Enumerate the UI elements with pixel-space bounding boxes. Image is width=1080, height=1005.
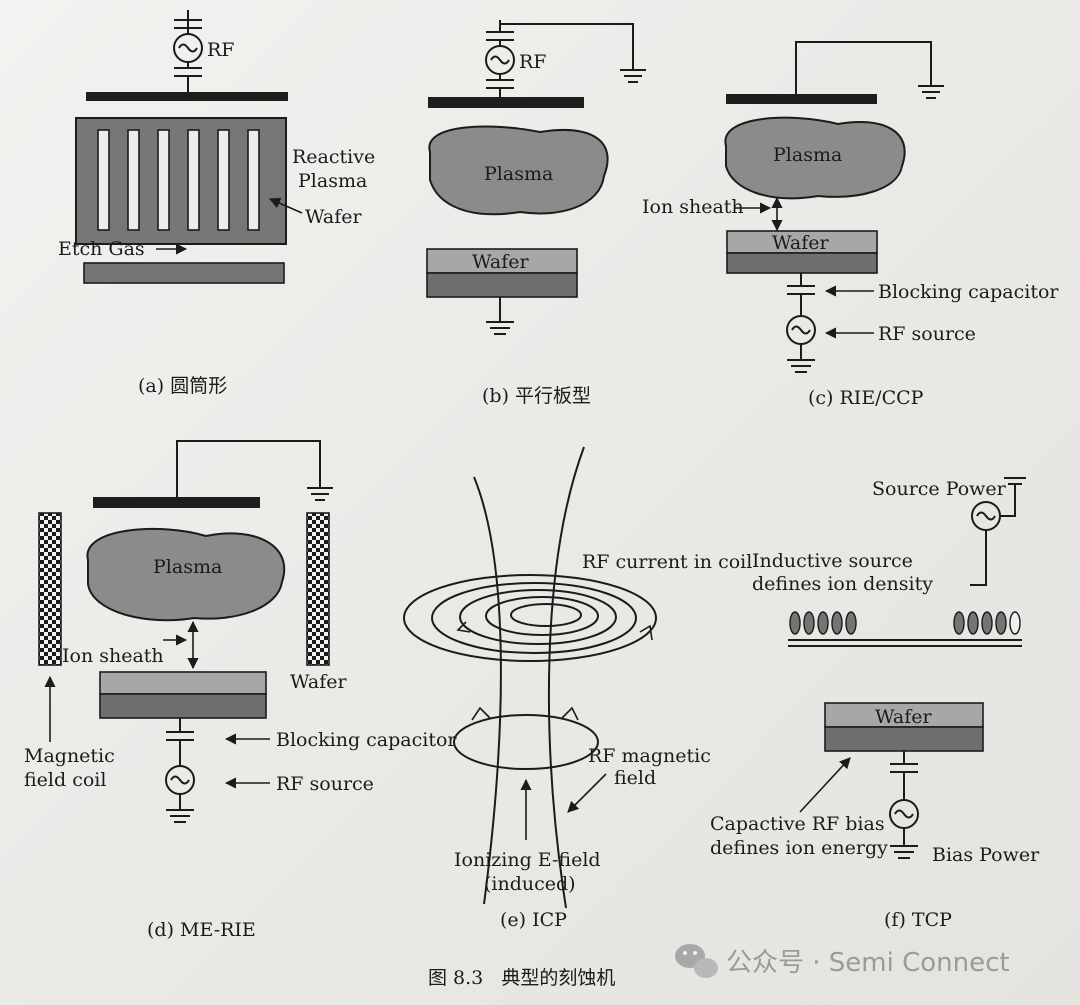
panel-e-ionizing-label-2: (induced): [484, 873, 576, 895]
panel-e-rf-current-label: RF current in coil: [582, 551, 752, 573]
panel-d-magnetic-label-1: Magnetic: [24, 745, 115, 767]
magnetic-coil-right: [306, 512, 330, 666]
top-electrode: [93, 497, 260, 508]
tcp-coil-left: [789, 611, 857, 635]
panel-a-rf-label: RF: [207, 39, 235, 61]
figure-caption: 图 8.3 典型的刻蚀机: [428, 967, 615, 989]
wafer-top: [99, 671, 267, 695]
wafer-chuck: [426, 272, 578, 298]
rf-coil: [403, 574, 657, 662]
bottom-electrode: [83, 262, 285, 284]
panel-d-ion-sheath-label: Ion sheath: [62, 645, 164, 667]
magnetic-coil-left: [38, 512, 62, 666]
panel-c-rie-ccp: Plasma Ion sheath Wafer Blocking capacit…: [642, 41, 1059, 409]
panel-e-icp: RF current in coil RF magnetic field Ion…: [403, 446, 752, 931]
panel-d-rf-source-label: RF source: [276, 773, 374, 795]
panel-f-inductive-label-1: Inductive source: [752, 550, 913, 572]
induced-e-field-loop: [453, 714, 599, 770]
tcp-coil-right: [953, 611, 1021, 635]
panel-f-source-power-label: Source Power: [872, 478, 1007, 500]
panel-e-rf-magnetic-label-2: field: [614, 767, 656, 789]
panel-f-caption: (f) TCP: [884, 909, 952, 931]
wafer-slots: [97, 129, 260, 231]
top-electrode: [726, 94, 877, 104]
panel-f-tcp: Source Power Inductive source defines io…: [710, 477, 1040, 931]
field-line-right: [547, 446, 585, 909]
panel-f-capacitive-label-2: defines ion energy: [710, 837, 888, 859]
top-electrode: [428, 97, 584, 108]
panel-a-caption: (a) 圆筒形: [138, 375, 227, 397]
panel-c-rf-source-label: RF source: [878, 323, 976, 345]
panel-a-cylindrical: RF Reactive Plasma Wafer Etch Gas (a) 圆筒…: [58, 10, 375, 397]
panel-c-caption: (c) RIE/CCP: [808, 387, 924, 409]
panel-d-me-rie: Plasma Ion sheath Wafer Magnetic field c…: [24, 440, 457, 941]
plasma-cloud: [428, 125, 609, 216]
plasma-cloud: [86, 527, 286, 622]
panel-b-parallel-plate: RF Plasma Wafer (b) 平行板型: [426, 20, 646, 407]
watermark: 公众号 · Semi Connect: [675, 944, 1010, 978]
panel-e-rf-magnetic-label-1: RF magnetic: [588, 745, 711, 767]
panel-c-blocking-capacitor-label: Blocking capacitor: [878, 281, 1059, 303]
top-electrode: [86, 92, 288, 101]
panel-e-ionizing-label-1: Ionizing E-field: [454, 849, 601, 871]
panel-d-magnetic-label-2: field coil: [24, 769, 106, 791]
panel-d-plasma-label: Plasma: [153, 556, 222, 578]
panel-e-caption: (e) ICP: [500, 909, 567, 931]
panel-d-caption: (d) ME-RIE: [147, 919, 256, 941]
panel-b-plasma-label: Plasma: [484, 163, 553, 185]
panel-b-caption: (b) 平行板型: [482, 385, 591, 407]
panel-c-wafer-label: Wafer: [772, 232, 829, 254]
panel-b-wafer-label: Wafer: [472, 251, 529, 273]
watermark-text: 公众号 · Semi Connect: [726, 948, 1010, 978]
wafer-chuck: [99, 693, 267, 719]
panel-f-wafer-label: Wafer: [875, 706, 932, 728]
panel-a-etch-gas-label: Etch Gas: [58, 238, 145, 260]
panel-a-plasma-label: Plasma: [298, 170, 367, 192]
panel-f-bias-power-label: Bias Power: [932, 844, 1040, 866]
panel-b-rf-label: RF: [519, 51, 547, 73]
wafer-top: [824, 702, 984, 728]
panel-a-wafer-label: Wafer: [305, 206, 362, 228]
panel-a-reactive-label: Reactive: [292, 146, 375, 168]
field-line-left: [473, 476, 502, 905]
plasma-cloud: [724, 116, 906, 200]
panel-c-plasma-label: Plasma: [773, 144, 842, 166]
panel-f-inductive-label-2: defines ion density: [752, 573, 933, 595]
panel-c-ion-sheath-label: Ion sheath: [642, 196, 744, 218]
panel-f-capacitive-label-1: Capactive RF bias: [710, 813, 885, 835]
wafer-chuck: [726, 252, 878, 274]
wechat-logo-icon: [675, 944, 718, 978]
wafer-chuck: [824, 726, 984, 752]
panel-d-wafer-label: Wafer: [290, 671, 347, 693]
panel-d-blocking-capacitor-label: Blocking capacitor: [276, 729, 457, 751]
